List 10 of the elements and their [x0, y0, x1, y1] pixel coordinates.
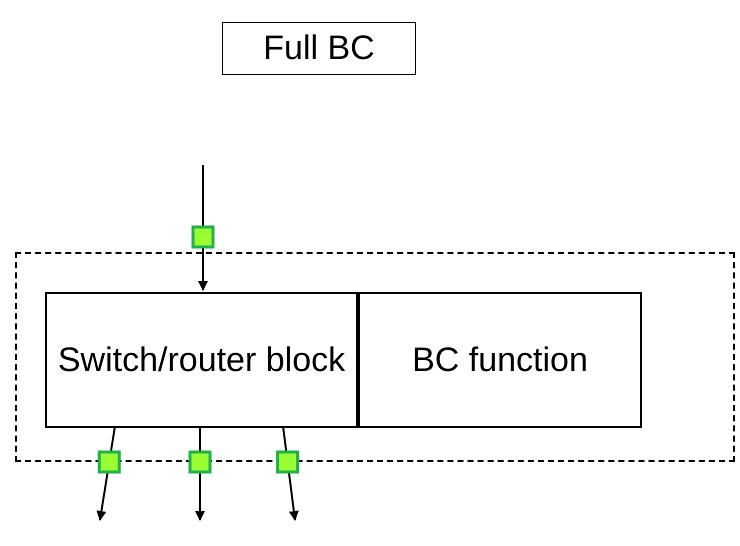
dashed-boundary-box — [15, 252, 735, 462]
title: Full BC — [222, 22, 416, 75]
block-label: BC function — [411, 340, 589, 380]
arrow — [282, 426, 299, 521]
arrow — [198, 165, 208, 291]
arrow — [195, 426, 205, 521]
arrow — [96, 426, 116, 521]
block-box — [45, 292, 358, 428]
block-label: Switch/router block — [56, 340, 346, 380]
block-box — [358, 292, 642, 428]
